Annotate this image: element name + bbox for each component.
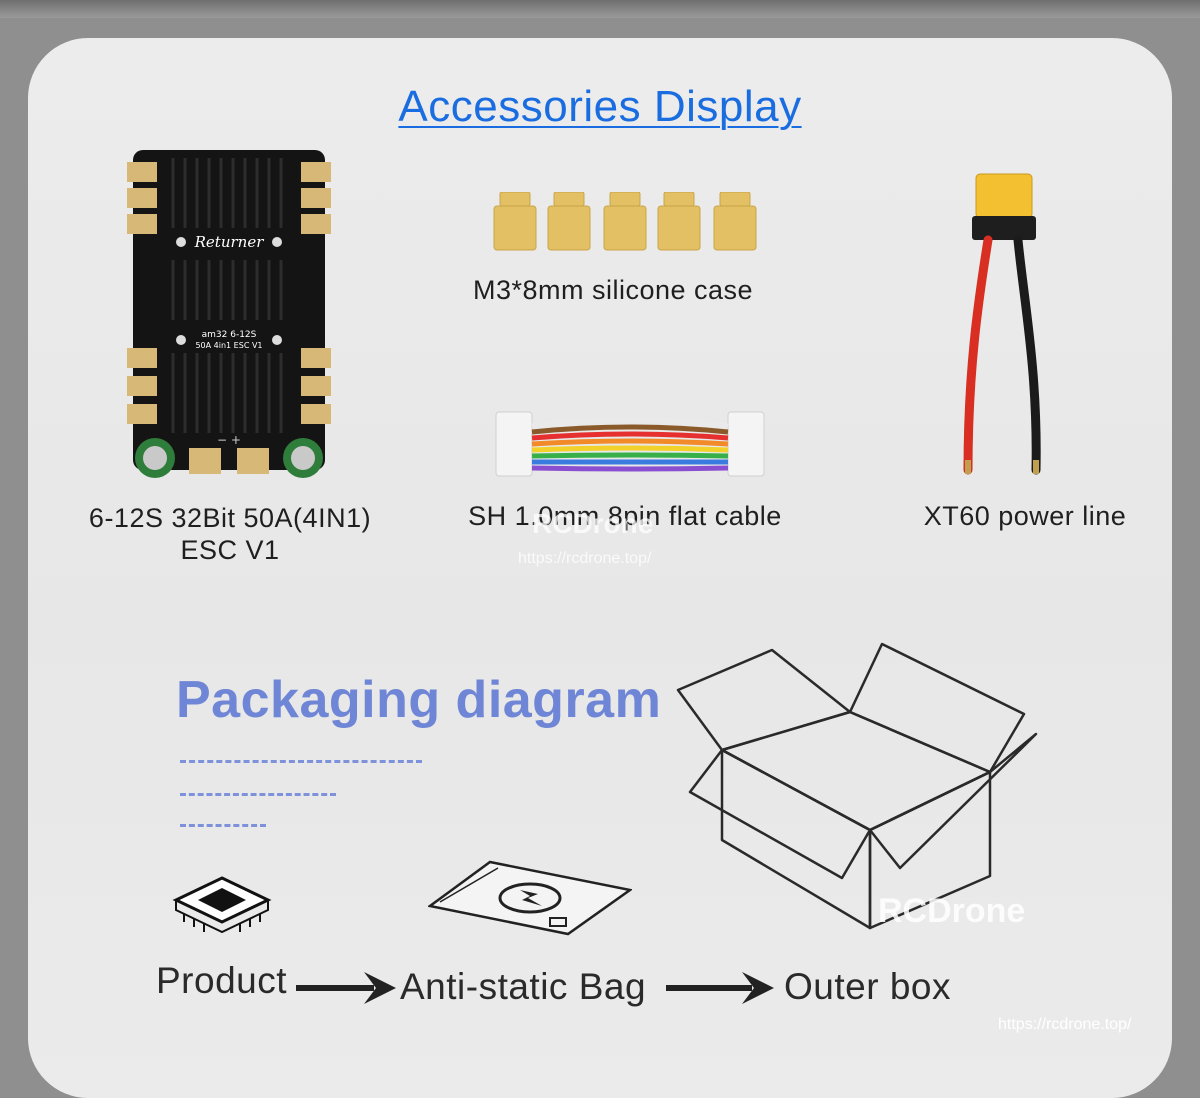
top-strip [0,0,1200,18]
step-outer-box: Outer box [784,966,951,1007]
dashed-line-3 [180,824,266,827]
dashed-line-2 [180,793,336,796]
esc-brand-label: Returner [194,233,265,251]
footer-url: https://rcdrone.top/ [998,1016,1132,1033]
cable-caption: SH 1.0mm 8pin flat cable [468,501,782,531]
silicone-cases-image [493,192,757,251]
step-anti-static-bag: Anti-static Bag [400,966,647,1007]
esc-caption-line1: 6-12S 32Bit 50A(4IN1) [88,503,372,533]
esc-model-line1: am32 6-12S [202,330,257,340]
accessories-title: Accessories Display [398,82,802,131]
xt60-caption: XT60 power line [923,501,1127,531]
esc-polarity-label: − + [217,433,241,447]
anti-static-bag-icon [428,860,632,936]
packaging-title: Packaging diagram [176,671,662,729]
outer-box-illustration [676,642,1038,930]
watermark-brand: RCDrone [532,508,654,539]
watermark-url: https://rcdrone.top/ [518,550,652,567]
arrow-right-icon [666,972,774,1004]
silicone-caption: M3*8mm silicone case [472,275,754,305]
step-product: Product [156,960,288,1001]
esc-model-line2: 50A 4in1 ESC V1 [195,341,262,350]
esc-caption-line2: ESC V1 [180,535,280,565]
flat-cable-image [495,411,765,477]
xt60-power-line-image [963,173,1041,475]
chip-icon [172,876,272,934]
dashed-line-1 [180,760,422,763]
esc-caption: 6-12S 32Bit 50A(4IN1) ESC V1 [60,502,400,566]
esc-board-image: Returner am32 6-12S 50A 4in1 ESC V1 − + [127,150,331,478]
arrow-right-icon [296,972,396,1004]
box-watermark: RCDrone [878,892,1026,930]
